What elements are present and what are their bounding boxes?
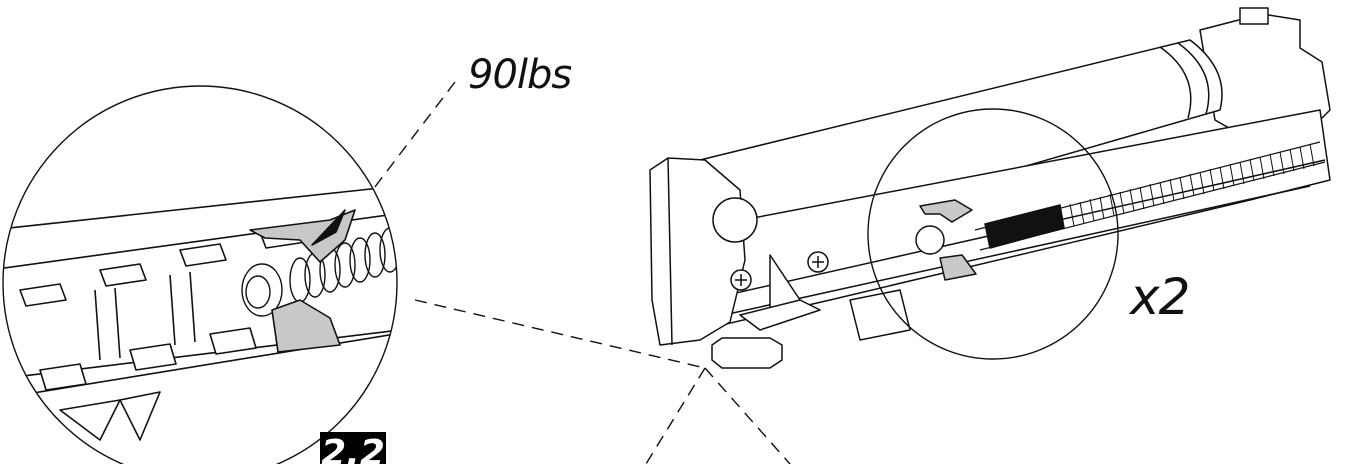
motor-tube [699, 39, 1223, 251]
pointer-arrow-icon [311, 209, 346, 246]
screw-slot [735, 274, 747, 286]
spring-clip-bottom [939, 254, 977, 281]
detail-fin [59, 399, 121, 441]
zoomed-detail [3, 187, 397, 441]
tube-band [1159, 46, 1192, 119]
detail-fin-2 [119, 391, 161, 441]
rail-edge-2 [709, 185, 1311, 319]
weight-label: 90lbs [468, 52, 572, 98]
rail-ribs [94, 271, 196, 361]
detail-clip-bottom [271, 299, 341, 353]
front-cap-edge [667, 157, 673, 346]
zoom-connector-line [414, 299, 706, 369]
bracket-foot [739, 299, 821, 331]
screw-slot-2 [812, 256, 824, 268]
detail-clip-top [249, 209, 356, 263]
zoom-circle [2, 85, 398, 464]
hex-nut [711, 337, 783, 369]
step-number-badge: 2.2 [320, 432, 386, 464]
spring-clip-top [919, 199, 973, 223]
mount-foot [849, 289, 911, 341]
weight-leader-line [367, 81, 456, 197]
front-end-cap [649, 157, 746, 346]
roller-assembly [649, 7, 1331, 369]
cap-hub [712, 197, 758, 243]
zoom-connector-line-left [645, 367, 706, 464]
compressed-spring-section [984, 204, 1065, 249]
end-cap-tab [1239, 7, 1269, 25]
zoom-connector-line-right [704, 367, 791, 464]
quantity-label: x2 [1130, 268, 1190, 326]
magnifier-circle-icon [867, 108, 1119, 360]
spring-end-coil [915, 225, 945, 255]
leader-lines [367, 81, 791, 464]
tube-band-2 [1177, 42, 1210, 115]
rail-notches [19, 225, 307, 391]
